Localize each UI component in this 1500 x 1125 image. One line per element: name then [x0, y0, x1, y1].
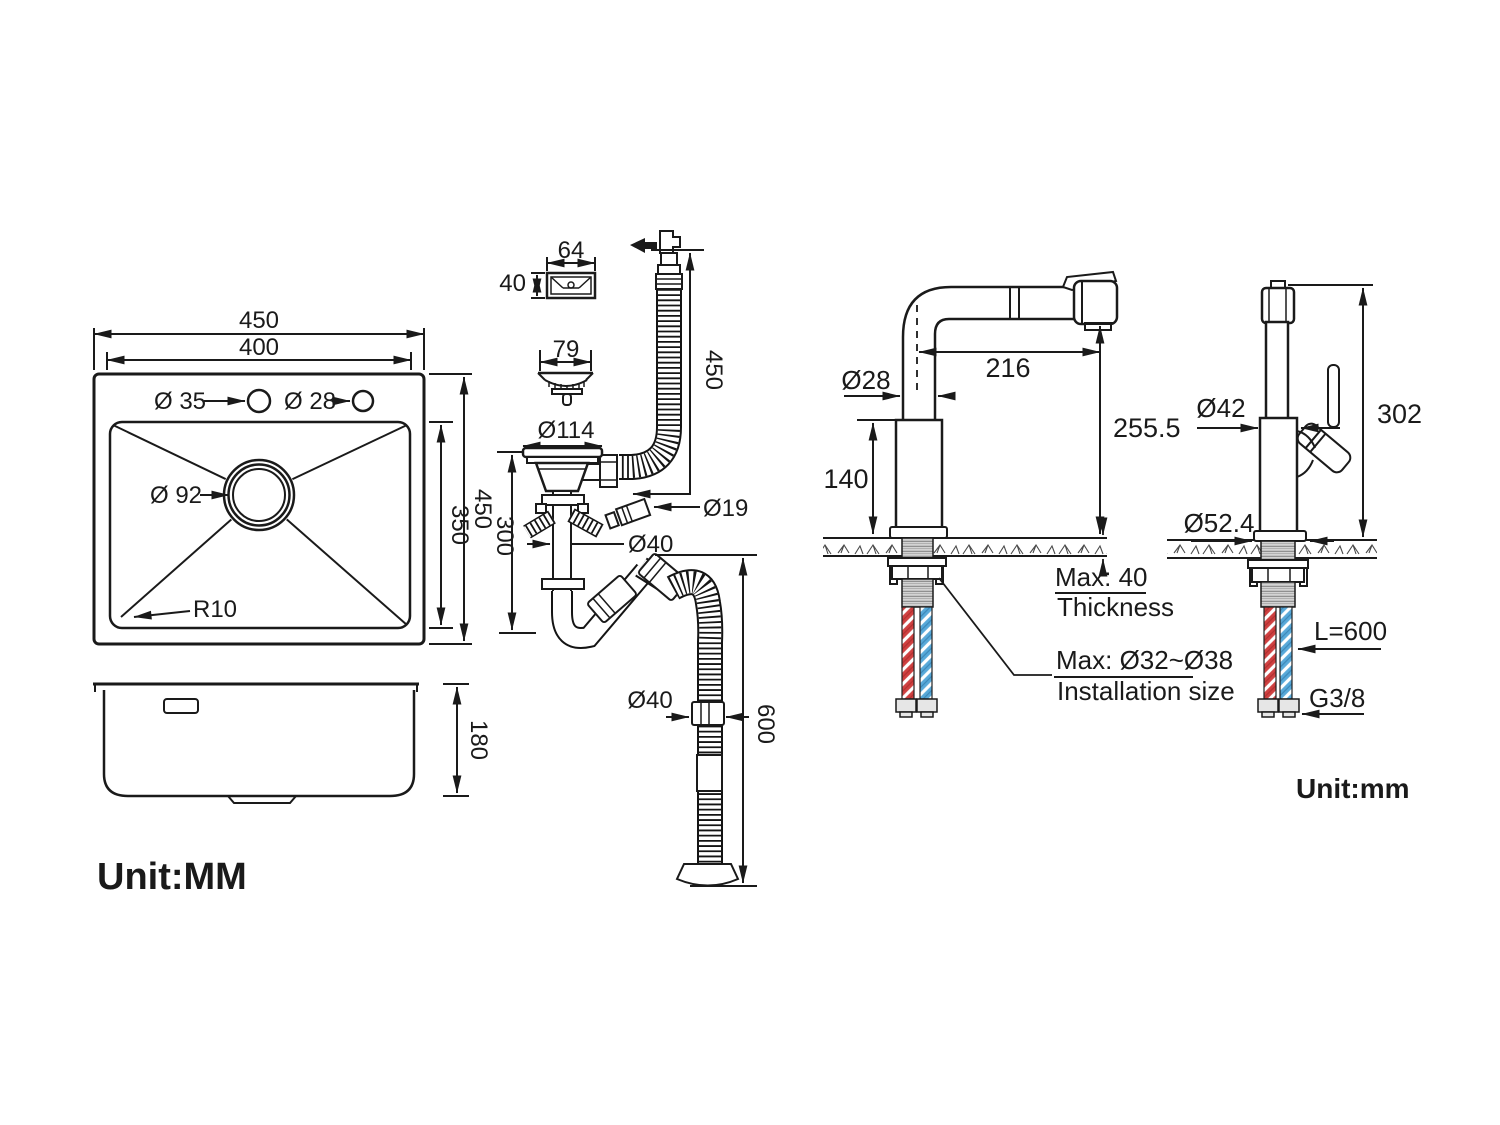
dim-bar-height: 302	[1377, 399, 1422, 429]
note-install-label: Installation size	[1057, 676, 1235, 706]
label-drain-diameter: Ø 92	[150, 482, 202, 509]
bar-faucet-view: 302 Ø42 Ø52.4 L=600 G3/8	[1167, 280, 1422, 719]
cold-supply-hose	[1279, 606, 1293, 700]
note-thickness-label: Thickness	[1057, 592, 1174, 622]
dim-sink-inner-height: 350	[446, 505, 473, 545]
pullout-threaded-shank	[901, 578, 934, 608]
overflow-pipe-fitting	[604, 497, 652, 530]
overflow-hose: 450	[619, 230, 727, 499]
pullout-faucet-view: Ø28 216 255.5 140 Max: 40 Thickness Max:…	[823, 270, 1235, 718]
drain-assembly: Ø114 300	[491, 417, 748, 634]
pullout-body	[894, 418, 944, 532]
dim-bar-base-diameter: Ø52.4	[1184, 508, 1255, 538]
drain-kit: 64 40 79	[491, 230, 779, 887]
bar-body	[1258, 416, 1299, 534]
dim-tailpipe-height: 300	[491, 516, 518, 556]
dim-pullout-body-height: 140	[823, 464, 868, 494]
dim-sink-outer-width: 450	[239, 307, 279, 334]
dim-bar-thread-size: G3/8	[1309, 683, 1365, 713]
connector-direction-arrow	[630, 238, 657, 253]
install-leader-line	[938, 577, 1052, 676]
bar-handle-lever	[1327, 364, 1340, 428]
label-hole-right: Ø 28	[284, 388, 336, 415]
pullout-spray-head	[1072, 279, 1119, 326]
label-hole-left: Ø 35	[154, 388, 206, 415]
dim-sink-depth: 180	[465, 720, 492, 760]
hot-supply-hose	[901, 606, 915, 700]
dim-pullout-reach: 216	[985, 353, 1030, 383]
dim-bar-body-diameter: Ø42	[1196, 393, 1245, 423]
overflow-cover: 64 40	[499, 237, 597, 300]
unit-label-left: Unit:MM	[97, 856, 247, 898]
dim-tailpipe-diameter: Ø40	[628, 531, 673, 558]
dim-overflow-width: 64	[558, 237, 585, 264]
sink-top-view: 450 400 Ø 35 Ø 28 Ø 92 R10 450	[92, 307, 496, 646]
bar-threaded-shank	[1260, 581, 1296, 608]
drain-stub	[227, 795, 297, 804]
hot-supply-hose	[1263, 606, 1277, 700]
dim-sink-inner-width: 400	[239, 334, 279, 361]
trap-and-outlet-hose: 600 Ø40	[551, 553, 779, 887]
unit-label-right: Unit:mm	[1296, 773, 1410, 804]
strainer-basket: 79	[537, 336, 594, 406]
bar-spray-cap	[1260, 286, 1296, 325]
dim-outlet-hose-diameter: Ø40	[627, 687, 672, 714]
dim-overflow-hose-length: 450	[700, 350, 727, 390]
note-thickness-value: Max: 40	[1055, 562, 1148, 592]
hole-35	[246, 388, 272, 414]
dim-pullout-height: 255.5	[1113, 413, 1181, 443]
bar-base-flange	[1253, 530, 1307, 542]
dim-strainer-width: 79	[553, 336, 580, 363]
sink-side-view: 180	[93, 682, 492, 804]
cold-supply-hose	[919, 606, 933, 700]
dim-outlet-hose-length: 600	[752, 704, 779, 744]
dim-flange-diameter: Ø114	[538, 417, 595, 444]
dim-sink-outer-height: 450	[469, 489, 496, 529]
hole-28	[351, 389, 375, 413]
label-corner-radius: R10	[193, 596, 237, 623]
dim-bar-hose-length: L=600	[1314, 616, 1387, 646]
bar-neck	[1264, 320, 1290, 422]
countertop-left	[823, 538, 1107, 556]
dim-pullout-pipe-diameter: Ø28	[841, 365, 890, 395]
dim-overflow-height: 40	[499, 270, 526, 297]
dim-overflow-pipe-diameter: Ø19	[703, 495, 748, 522]
overflow-slot	[163, 698, 199, 714]
note-install-value: Max: Ø32~Ø38	[1056, 645, 1233, 675]
